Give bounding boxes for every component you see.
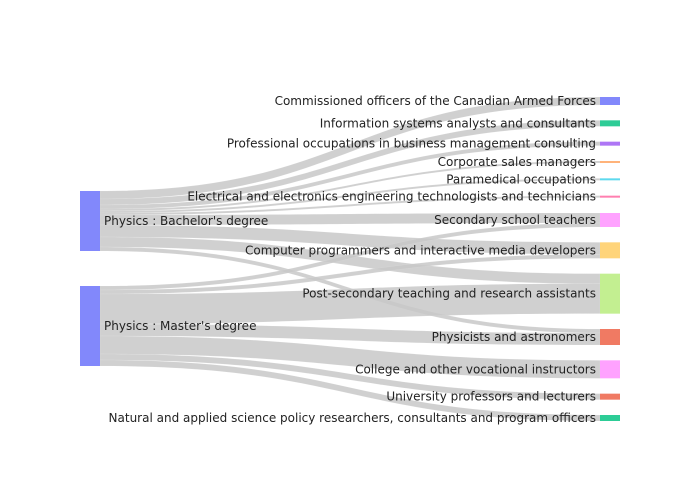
target-label-cvi: College and other vocational instructors	[355, 362, 596, 376]
target-node-cpd[interactable]	[600, 242, 620, 259]
target-label-eet: Electrical and electronics engineering t…	[187, 190, 596, 204]
target-label-pha: Physicists and astronomers	[432, 330, 596, 344]
source-node-master[interactable]	[80, 286, 100, 366]
target-label-cpd: Computer programmers and interactive med…	[245, 243, 596, 257]
source-label-master: Physics : Master's degree	[104, 319, 256, 333]
target-node-pst[interactable]	[600, 273, 620, 314]
target-node-nas[interactable]	[600, 415, 620, 421]
target-node-sst[interactable]	[600, 213, 620, 227]
target-node-upl[interactable]	[600, 393, 620, 400]
link-master-to-upl[interactable]	[99, 353, 601, 400]
target-node-pha[interactable]	[600, 329, 620, 345]
link-master-to-pst[interactable]	[99, 283, 601, 325]
target-node-cvi[interactable]	[600, 360, 620, 379]
target-label-isa: Information systems analysts and consult…	[320, 116, 596, 130]
target-label-sst: Secondary school teachers	[434, 213, 596, 227]
target-node-eet[interactable]	[600, 195, 620, 198]
target-label-nas: Natural and applied science policy resea…	[109, 411, 596, 425]
target-label-par: Paramedical occupations	[446, 172, 596, 186]
target-node-par[interactable]	[600, 178, 620, 181]
target-node-cof[interactable]	[600, 97, 620, 105]
target-label-csm: Corporate sales managers	[438, 155, 596, 169]
link-bachelor-to-eet[interactable]	[99, 195, 601, 216]
target-label-cof: Commissioned officers of the Canadian Ar…	[275, 94, 596, 108]
target-label-pst: Post-secondary teaching and research ass…	[302, 287, 596, 301]
source-node-bachelor[interactable]	[80, 191, 100, 251]
target-node-isa[interactable]	[600, 120, 620, 127]
target-node-csm[interactable]	[600, 161, 620, 163]
link-bachelor-to-pbm[interactable]	[99, 141, 601, 210]
target-node-pbm[interactable]	[600, 141, 620, 146]
target-label-upl: University professors and lecturers	[386, 390, 596, 404]
target-label-pbm: Professional occupations in business man…	[227, 137, 596, 151]
source-label-bachelor: Physics : Bachelor's degree	[104, 214, 268, 228]
sankey-nodes	[80, 97, 620, 421]
